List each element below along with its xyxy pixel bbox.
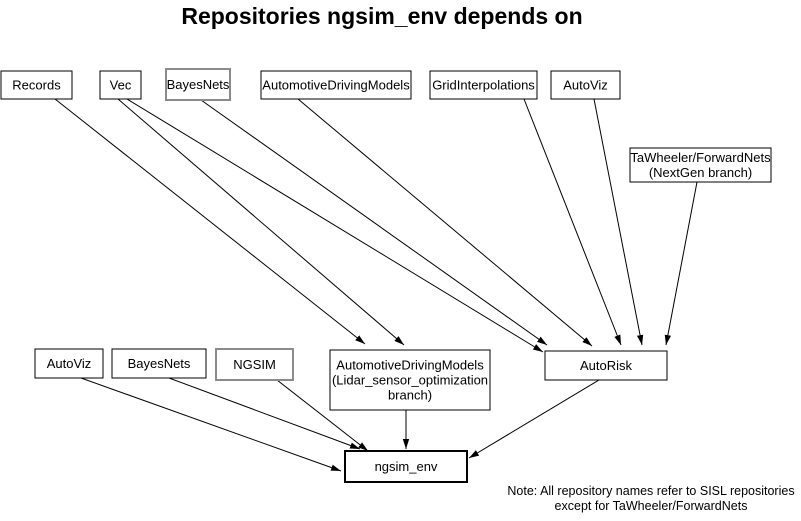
node-ngsim-env: ngsim_env xyxy=(344,450,468,483)
edge-bayesnets-mid--ngsim-env xyxy=(168,377,361,450)
edge-layer xyxy=(54,98,698,472)
edge-vec-top--adm-lidar xyxy=(117,98,405,346)
node-bayesnets-mid-label: BayesNets xyxy=(128,356,191,371)
node-adm-lidar: AutomotiveDrivingModels(Lidar_sensor_opt… xyxy=(329,349,491,411)
node-autoviz-mid-label: AutoViz xyxy=(47,356,92,371)
node-tawheeler: TaWheeler/ForwardNets(NextGen branch) xyxy=(629,147,772,183)
edge-bayesnets-top--autorisk xyxy=(200,99,548,346)
node-bayesnets-mid: BayesNets xyxy=(111,348,207,379)
node-adm-lidar-label: branch) xyxy=(388,388,432,403)
node-adm-top-label: AutomotiveDrivingModels xyxy=(262,78,410,93)
node-records-top-box xyxy=(0,70,73,100)
edge-autoviz-top--autorisk xyxy=(593,98,644,346)
node-tawheeler-label: (NextGen branch) xyxy=(649,165,752,180)
node-autoviz-mid: AutoViz xyxy=(34,348,104,379)
node-ngsim-mid: NGSIM xyxy=(215,348,294,381)
node-bayesnets-top: BayesNets xyxy=(165,68,231,101)
edge-adm-top--autorisk xyxy=(297,98,593,347)
node-ngsim-mid-box xyxy=(215,348,294,381)
node-vec-top-box xyxy=(99,70,142,100)
node-gridinterpolations-top-label: GridInterpolations xyxy=(432,78,535,93)
node-ngsim-env-label: ngsim_env xyxy=(375,459,438,474)
node-autorisk: AutoRisk xyxy=(544,350,668,381)
node-vec-top-label: Vec xyxy=(110,78,132,93)
node-ngsim-mid-label: NGSIM xyxy=(233,357,276,372)
node-gridinterpolations-top-box xyxy=(429,70,538,100)
node-bayesnets-mid-box xyxy=(111,348,207,379)
footnote-line-1: Note: All repository names refer to SISL… xyxy=(507,484,795,498)
edge-autorisk--ngsim-env xyxy=(468,379,600,459)
node-records-top: Records xyxy=(0,70,73,100)
edge-vec-top--autorisk xyxy=(126,98,544,353)
edge-tawheeler--autorisk xyxy=(664,181,698,346)
edge-gridinterpolations-top--autorisk xyxy=(523,98,622,346)
edge-autoviz-mid--ngsim-env xyxy=(80,377,342,472)
node-bayesnets-top-label: BayesNets xyxy=(167,77,230,92)
footnote-line-2: except for TaWheeler/ForwardNets xyxy=(554,499,748,513)
node-adm-top: AutomotiveDrivingModels xyxy=(260,70,412,100)
edge-ngsim-mid--ngsim-env xyxy=(276,379,369,452)
node-autoviz-top: AutoViz xyxy=(550,70,621,100)
node-records-top-label: Records xyxy=(12,78,61,93)
footnote: Note: All repository names refer to SISL… xyxy=(451,484,801,514)
node-gridinterpolations-top: GridInterpolations xyxy=(429,70,538,100)
node-adm-lidar-box xyxy=(329,349,491,411)
node-autoviz-top-box xyxy=(550,70,621,100)
node-bayesnets-top-box xyxy=(165,68,231,101)
node-autorisk-box xyxy=(544,350,668,381)
node-tawheeler-box xyxy=(629,147,772,183)
node-ngsim-env-box xyxy=(344,450,468,483)
node-adm-lidar-label: (Lidar_sensor_optimization xyxy=(332,373,488,388)
node-autoviz-top-label: AutoViz xyxy=(563,78,608,93)
node-tawheeler-label: TaWheeler/ForwardNets xyxy=(630,150,771,165)
node-adm-lidar-label: AutomotiveDrivingModels xyxy=(336,358,484,373)
edge-records-top--adm-lidar xyxy=(54,98,366,345)
node-vec-top: Vec xyxy=(99,70,142,100)
page-title: Repositories ngsim_env depends on xyxy=(181,3,583,29)
node-autorisk-label: AutoRisk xyxy=(580,358,633,373)
node-adm-top-box xyxy=(260,70,412,100)
node-autoviz-mid-box xyxy=(34,348,104,379)
